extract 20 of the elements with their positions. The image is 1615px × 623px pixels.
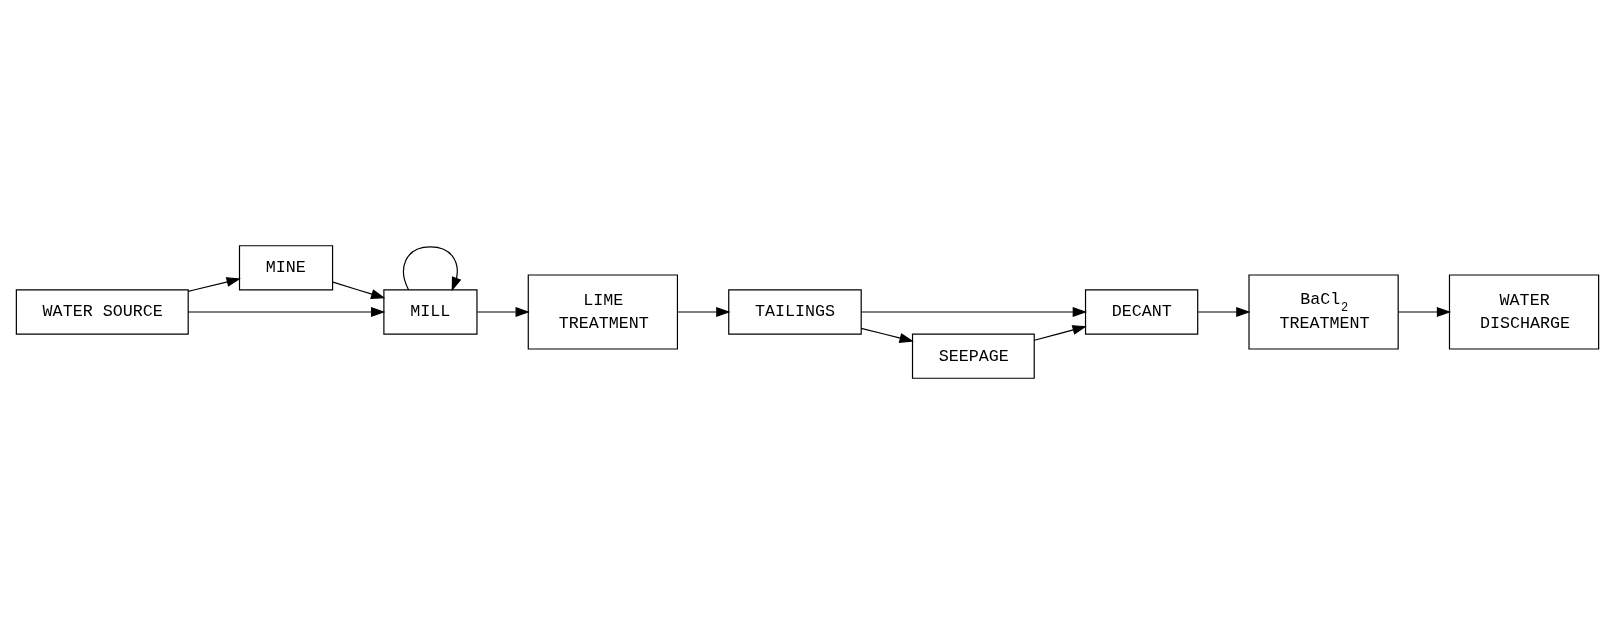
arrow	[403, 245, 462, 291]
node-box: MILL	[383, 288, 478, 335]
node-box: TAILINGS	[728, 288, 862, 335]
arrow	[860, 306, 1087, 317]
node-box: DECANT	[1084, 288, 1199, 335]
arrow	[677, 306, 731, 317]
node-box: SEEPAGE	[911, 333, 1035, 379]
arrow	[860, 327, 914, 343]
arrow	[1033, 324, 1087, 341]
arrow	[332, 280, 386, 299]
arrow	[476, 306, 530, 317]
node-box: WATER DISCHARGE	[1448, 273, 1600, 350]
arrow	[187, 276, 241, 292]
arrow	[187, 306, 386, 317]
node-box: BaCl$_{2}$ TREATMENT	[1248, 273, 1399, 350]
node-box: WATER SOURCE	[15, 288, 189, 335]
node-box: LIME TREATMENT	[527, 273, 679, 350]
arrow	[1197, 306, 1251, 317]
node-box: MINE	[238, 244, 334, 290]
arrow	[1397, 306, 1452, 317]
